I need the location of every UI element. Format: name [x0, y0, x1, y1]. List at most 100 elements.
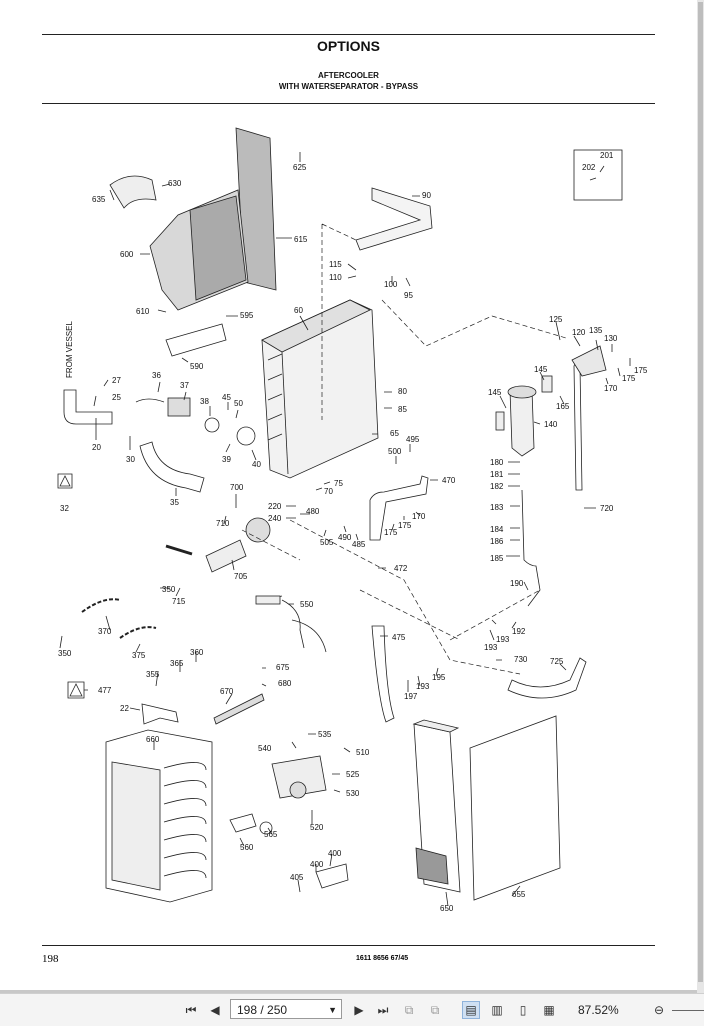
part-label: 195: [432, 673, 446, 682]
part-label: 680: [278, 679, 292, 688]
rotate-icon[interactable]: ⧉: [404, 1002, 414, 1017]
zoom-level[interactable]: 87.52%: [578, 1003, 619, 1017]
part-label: 560: [240, 843, 254, 852]
part-label: 186: [490, 537, 504, 546]
part-label: 720: [600, 504, 614, 513]
part-label: 655: [512, 890, 526, 899]
part-label: 565: [264, 830, 278, 839]
part-label: 375: [132, 651, 146, 660]
part-label: 355: [146, 670, 160, 679]
part-label: 550: [300, 600, 314, 609]
page-subtitle-2: WITH WATERSEPARATOR - BYPASS: [278, 82, 419, 91]
part-label: 75: [334, 479, 343, 488]
part-label: 193: [416, 682, 430, 691]
part-label: 115: [329, 260, 342, 269]
part-label: 192: [512, 627, 526, 636]
part-label: 350: [58, 649, 72, 658]
part-label: 725: [550, 657, 564, 666]
part-label: 80: [398, 387, 407, 396]
part-label: 22: [120, 704, 129, 713]
prev-page-icon[interactable]: ◀: [210, 1003, 220, 1017]
part-label: 475: [392, 633, 406, 642]
part-label: 40: [252, 460, 261, 469]
facing-pages-icon[interactable]: ▦: [543, 1003, 555, 1017]
part-label: 477: [98, 686, 112, 695]
part-label: 500: [388, 447, 402, 456]
part-label: 715: [172, 597, 186, 606]
part-label: 400: [310, 860, 324, 869]
part-label: 25: [112, 393, 121, 402]
page-number-field[interactable]: 198 / 250 ▼: [230, 999, 342, 1019]
part-label: 480: [306, 507, 320, 516]
part-label: 50: [234, 399, 243, 408]
exploded-parts-diagram: 625 630 635 615 600 90 201 202 115 110 1…: [57, 127, 648, 913]
vertical-scrollbar[interactable]: [697, 0, 704, 993]
part-label: 530: [346, 789, 360, 798]
part-label: 35: [170, 498, 179, 507]
page-number: 198: [42, 953, 59, 965]
part-label: 193: [496, 635, 510, 644]
first-page-icon[interactable]: ⏮: [185, 1002, 197, 1017]
part-label: 45: [222, 393, 231, 402]
zoom-slider-track[interactable]: [672, 1010, 704, 1011]
part-label: 610: [136, 307, 150, 316]
part-label: 182: [490, 482, 504, 491]
part-label: 183: [490, 503, 504, 512]
continuous-icon[interactable]: ▯: [519, 1003, 527, 1017]
part-label: 175: [398, 521, 412, 530]
part-label: 100: [384, 280, 398, 289]
document-number: 1611 8656 67/45: [356, 955, 409, 962]
part-label: 660: [146, 735, 160, 744]
scrollbar-thumb[interactable]: [698, 2, 703, 982]
part-label: 185: [490, 554, 504, 563]
last-page-icon[interactable]: ⏭: [377, 1002, 389, 1017]
header-rule-top: [42, 34, 655, 35]
part-label: 472: [394, 564, 408, 573]
part-label: 170: [412, 512, 426, 521]
part-label: 365: [170, 659, 184, 668]
zoom-out-icon[interactable]: ⊖: [653, 1003, 665, 1017]
part-label: 700: [230, 483, 244, 492]
part-label: 625: [293, 163, 307, 172]
document-page: OPTIONS AFTERCOOLER WITH WATERSEPARATOR …: [0, 0, 698, 990]
part-label: 615: [294, 235, 308, 244]
part-label: 600: [120, 250, 134, 259]
part-label: 180: [490, 458, 504, 467]
part-label: 505: [320, 538, 334, 547]
part-label: 38: [200, 397, 209, 406]
part-label: 595: [240, 311, 254, 320]
part-label: 197: [404, 692, 418, 701]
part-label: 525: [346, 770, 360, 779]
single-page-icon[interactable]: ▤: [462, 1001, 480, 1019]
side-label-from-vessel: FROM VESSEL: [65, 321, 74, 378]
part-label: 540: [258, 744, 272, 753]
part-label: 30: [126, 455, 135, 464]
part-label: 485: [352, 540, 366, 549]
part-label: 95: [404, 291, 413, 300]
part-label: 190: [510, 579, 524, 588]
part-label: 85: [398, 405, 407, 414]
page-title: OPTIONS: [316, 38, 380, 54]
part-label: 175: [634, 366, 648, 375]
part-label: 510: [356, 748, 370, 757]
part-label: 145: [488, 388, 502, 397]
part-label: 590: [190, 362, 204, 371]
part-label: 39: [222, 455, 231, 464]
part-label: 730: [514, 655, 528, 664]
part-label: 165: [556, 402, 570, 411]
rotate-back-icon[interactable]: ⧉: [430, 1002, 440, 1017]
part-label: 675: [276, 663, 290, 672]
part-label: 175: [622, 374, 636, 383]
part-label: 125: [549, 315, 563, 324]
part-label: 670: [220, 687, 234, 696]
part-label: 181: [490, 470, 504, 479]
part-label: 27: [112, 376, 121, 385]
two-page-icon[interactable]: ▥: [491, 1003, 503, 1017]
part-label: 193: [484, 643, 498, 652]
part-label: 135: [589, 326, 603, 335]
chevron-down-icon[interactable]: ▼: [328, 1005, 337, 1015]
viewer-toolbar: ⏮ ◀ 198 / 250 ▼ ▶ ⏭ ⧉ ⧉ ▤ ▥ ▯ ▦ 87.52% ⊖: [0, 993, 704, 1026]
part-label: 70: [324, 487, 333, 496]
part-label: 495: [406, 435, 420, 444]
next-page-icon[interactable]: ▶: [354, 1003, 364, 1017]
